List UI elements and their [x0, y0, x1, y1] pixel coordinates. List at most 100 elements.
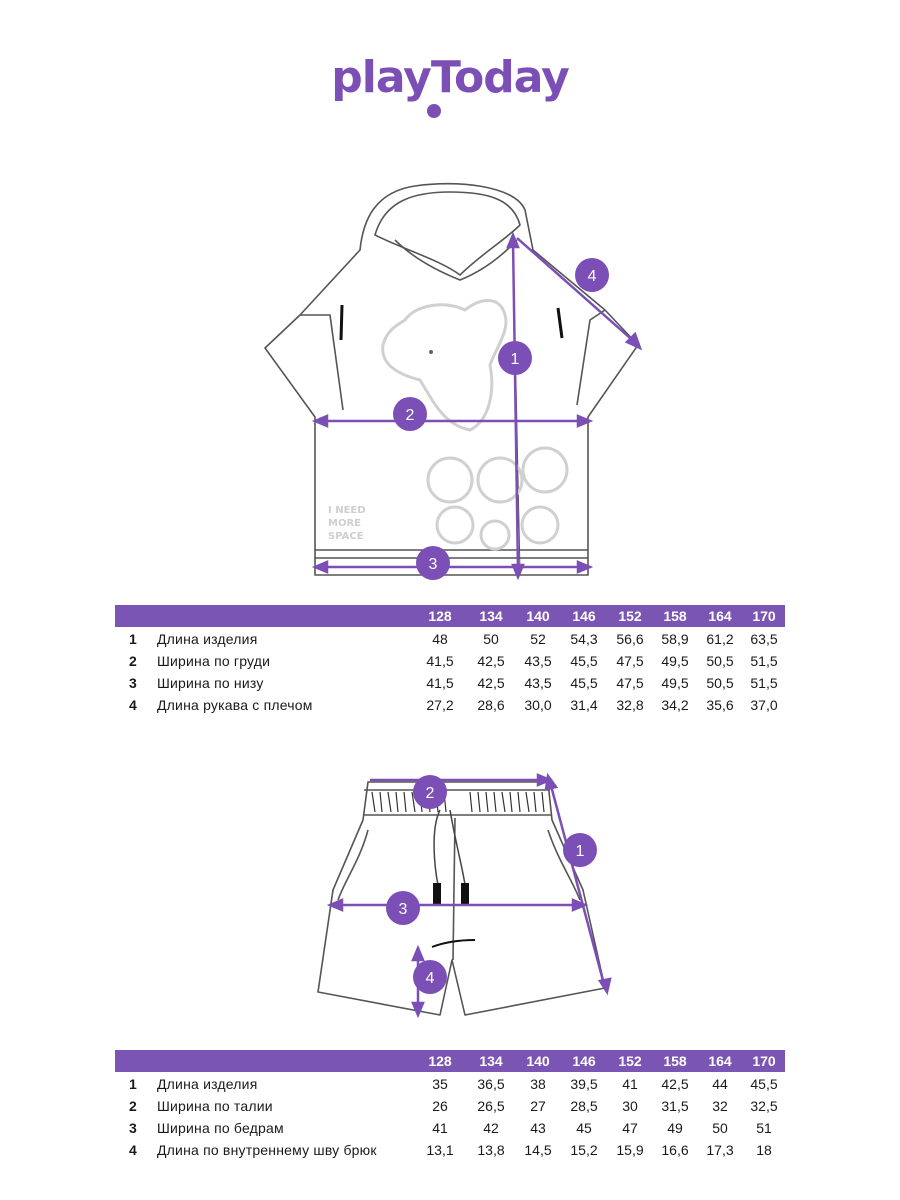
table-row: 1 Длина изделия 35 36,5 38 39,5 41 42,5 … — [115, 1072, 785, 1094]
row-number: 2 — [129, 653, 137, 669]
marker-2-circle — [413, 775, 447, 809]
table-cell: 42,5 — [477, 653, 505, 669]
table-cell: 49,5 — [661, 675, 689, 691]
table-cell: 36,5 — [477, 1076, 505, 1092]
shirt-size-header: 128 134 140 146 152 158 164 170 — [115, 605, 785, 627]
table-cell: 45,5 — [750, 1076, 778, 1092]
marker-2-circle — [393, 397, 427, 431]
table-row: 1 Длина изделия 48 50 52 54,3 56,6 58,9 … — [115, 627, 785, 649]
drawstring-tip-left — [433, 883, 441, 905]
table-cell: 26,5 — [477, 1098, 505, 1114]
table-cell: 52 — [530, 631, 546, 647]
dog-print — [381, 299, 569, 551]
table-cell: 51 — [756, 1120, 772, 1136]
table-cell: 42 — [483, 1120, 499, 1136]
table-cell: 26 — [432, 1098, 448, 1114]
table-cell: 51,5 — [750, 675, 778, 691]
marker-3-circle — [386, 891, 420, 925]
table-cell: 27,2 — [426, 697, 454, 713]
row-number: 1 — [129, 1076, 137, 1092]
marker-3-label: 3 — [429, 556, 438, 573]
table-cell: 41,5 — [426, 653, 454, 669]
measure-line-sleeve — [516, 237, 639, 346]
marker-3-label: 3 — [399, 901, 408, 918]
size-146: 146 — [572, 1053, 596, 1069]
row-number: 2 — [129, 1098, 137, 1114]
row-label: Ширина по бедрам — [157, 1120, 284, 1136]
table-row: 4 Длина рукава с плечом 27,2 28,6 30,0 3… — [115, 693, 785, 715]
shirt-size-table: 128 134 140 146 152 158 164 170 1 Длина … — [115, 605, 785, 715]
table-cell: 49 — [667, 1120, 683, 1136]
table-cell: 13,8 — [477, 1142, 505, 1158]
table-cell: 15,9 — [616, 1142, 644, 1158]
table-row: 2 Ширина по талии 26 26,5 27 28,5 30 31,… — [115, 1094, 785, 1116]
size-152: 152 — [618, 608, 642, 624]
table-cell: 45,5 — [570, 653, 598, 669]
table-cell: 47,5 — [616, 675, 644, 691]
table-cell: 42,5 — [477, 675, 505, 691]
table-cell: 35 — [432, 1076, 448, 1092]
table-cell: 37,0 — [750, 697, 778, 713]
marker-1-label: 1 — [511, 351, 520, 368]
table-row: 4 Длина по внутреннему шву брюк 13,1 13,… — [115, 1138, 785, 1160]
row-number: 4 — [129, 1142, 137, 1158]
table-cell: 32,8 — [616, 697, 644, 713]
print-text-line-2: MORE — [328, 518, 361, 529]
table-row: 2 Ширина по груди 41,5 42,5 43,5 45,5 47… — [115, 649, 785, 671]
table-cell: 34,2 — [661, 697, 689, 713]
table-cell: 18 — [756, 1142, 772, 1158]
shirt-hood — [374, 191, 521, 276]
shirt-outline — [264, 182, 639, 576]
table-cell: 63,5 — [750, 631, 778, 647]
marker-1-circle — [498, 341, 532, 375]
size-128: 128 — [428, 1053, 452, 1069]
table-cell: 30,0 — [524, 697, 552, 713]
marker-2-label: 2 — [406, 407, 415, 424]
table-cell: 30 — [622, 1098, 638, 1114]
size-170: 170 — [752, 608, 776, 624]
table-cell: 43,5 — [524, 675, 552, 691]
table-cell: 44 — [712, 1076, 728, 1092]
table-cell: 41,5 — [426, 675, 454, 691]
table-cell: 50,5 — [706, 653, 734, 669]
size-158: 158 — [663, 1053, 687, 1069]
row-number: 4 — [129, 697, 137, 713]
table-cell: 50 — [483, 631, 499, 647]
measure-line-length — [511, 239, 520, 573]
table-cell: 61,2 — [706, 631, 734, 647]
drawstring-tip-right — [461, 883, 469, 905]
table-cell: 13,1 — [426, 1142, 454, 1158]
dog-eye-icon — [429, 350, 433, 354]
print-text-line-3: SPACE — [328, 531, 364, 542]
size-164: 164 — [708, 608, 732, 624]
table-cell: 32 — [712, 1098, 728, 1114]
table-cell: 43,5 — [524, 653, 552, 669]
size-134: 134 — [479, 608, 503, 624]
row-label: Ширина по талии — [157, 1098, 273, 1114]
table-cell: 38 — [530, 1076, 546, 1092]
size-152: 152 — [618, 1053, 642, 1069]
marker-4-circle — [413, 960, 447, 994]
table-cell: 28,6 — [477, 697, 505, 713]
size-170: 170 — [752, 1053, 776, 1069]
shirt-measure-markers: 1 2 3 4 — [393, 258, 609, 580]
brand-logo-dot — [427, 104, 441, 118]
row-number: 3 — [129, 1120, 137, 1136]
table-cell: 50 — [712, 1120, 728, 1136]
measure-line-length — [548, 781, 607, 989]
shorts-measure-markers: 1 2 3 4 — [386, 775, 597, 994]
size-158: 158 — [663, 608, 687, 624]
table-cell: 17,3 — [706, 1142, 734, 1158]
row-label: Длина рукава с плечом — [157, 697, 313, 713]
size-140: 140 — [526, 608, 550, 624]
table-cell: 47,5 — [616, 653, 644, 669]
hoodie-tshirt-drawing: I NEED MORE SPACE 1 2 3 4 — [264, 182, 643, 580]
marker-4-label: 4 — [588, 268, 597, 285]
table-cell: 35,6 — [706, 697, 734, 713]
table-cell: 28,5 — [570, 1098, 598, 1114]
shorts-outline — [317, 781, 606, 1016]
marker-4-circle — [575, 258, 609, 292]
row-label: Ширина по низу — [157, 675, 264, 691]
table-cell: 48 — [432, 631, 448, 647]
row-label: Длина изделия — [157, 631, 258, 647]
